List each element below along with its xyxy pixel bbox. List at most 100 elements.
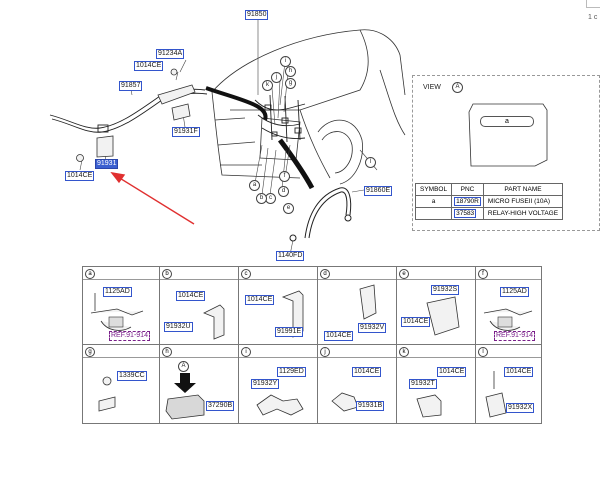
parts-table: SYMBOL PNC PART NAME a 18790R MICRO FUSE…	[414, 183, 564, 220]
label-91931-highlighted[interactable]: 91931	[95, 159, 119, 169]
part-91932y[interactable]: 91932Y	[251, 379, 280, 389]
label-91931f[interactable]: 91931F	[172, 127, 200, 137]
detail-cell-c: c 1014CE 91991E	[238, 266, 318, 345]
part-91932u[interactable]: 91932U	[164, 322, 193, 332]
detail-grid: a 1125AD REF.91-914 b 1014CE 91932U c 10…	[82, 266, 542, 424]
battery-cable	[289, 187, 352, 242]
callout-g[interactable]: g	[285, 78, 296, 89]
row-part-name: MICRO FUSEII (10A)	[482, 195, 564, 208]
part-1014ce[interactable]: 1014CE	[324, 331, 354, 341]
detail-letter: i	[241, 347, 251, 357]
table-row: 37583 RELAY-HIGH VOLTAGE	[414, 207, 564, 220]
part-91932v[interactable]: 91932V	[358, 323, 387, 333]
detail-letter: c	[241, 269, 251, 279]
detail-i-sketch	[256, 394, 304, 416]
detail-b-sketch	[203, 304, 225, 340]
part-1125ad[interactable]: 1125AD	[103, 287, 132, 297]
view-title: VIEW	[423, 84, 441, 91]
engine-harness	[254, 94, 306, 143]
label-91234a[interactable]: 91234A	[156, 49, 185, 59]
detail-letter: h	[162, 347, 172, 357]
part-1014ce[interactable]: 1014CE	[437, 367, 467, 377]
ref-91-914[interactable]: REF.91-914	[494, 331, 535, 341]
detail-letter: l	[478, 347, 488, 357]
part-37290b[interactable]: 37290B	[206, 401, 235, 411]
detail-letter: j	[320, 347, 330, 357]
col-part-name: PART NAME	[482, 183, 564, 196]
detail-k-sketch	[416, 394, 442, 418]
part-1129ed[interactable]: 1129ED	[277, 367, 306, 377]
detail-letter: b	[162, 269, 172, 279]
callout-b[interactable]: b	[256, 193, 267, 204]
part-91991e[interactable]: 91991E	[275, 327, 304, 337]
detail-letter: g	[85, 347, 95, 357]
part-1014ce[interactable]: 1014CE	[176, 291, 206, 301]
harness-black-band	[205, 86, 268, 121]
col-symbol: SYMBOL	[414, 183, 453, 196]
part-1339cc[interactable]: 1339CC	[117, 371, 147, 381]
detail-letter: a	[85, 269, 95, 279]
callout-h[interactable]: h	[285, 66, 296, 77]
label-91850[interactable]: 91850	[245, 10, 269, 20]
row-pnc[interactable]: 37583	[451, 207, 484, 220]
detail-cell-f: f 1125AD REF.91-914	[475, 266, 542, 345]
detail-g-sketch	[98, 376, 116, 412]
bracket-parts	[76, 68, 196, 162]
table-row: a 18790R MICRO FUSEII (10A)	[414, 195, 564, 208]
callout-e[interactable]: e	[283, 203, 294, 214]
detail-letter: e	[399, 269, 409, 279]
view-a-marker: A	[178, 361, 189, 372]
detail-cell-k: k 1014CE 91932T	[396, 344, 476, 424]
row-symbol: a	[414, 195, 453, 208]
label-1140fd[interactable]: 1140FD	[276, 251, 305, 261]
detail-letter: k	[399, 347, 409, 357]
corner-button-fragment[interactable]	[586, 0, 600, 8]
label-1014ce-top[interactable]: 1014CE	[134, 61, 164, 71]
detail-cell-a: a 1125AD REF.91-914	[82, 266, 160, 345]
callout-f[interactable]: f	[279, 171, 290, 182]
callout-k[interactable]: k	[262, 80, 273, 91]
part-1014ce[interactable]: 1014CE	[352, 367, 382, 377]
detail-f-sketch	[483, 308, 533, 331]
harness-black-band-right	[277, 138, 315, 190]
detail-cell-i: i 1129ED 91932Y	[238, 344, 318, 424]
callout-l[interactable]: l	[365, 157, 376, 168]
row-symbol	[414, 207, 453, 220]
col-pnc: PNC	[451, 183, 484, 196]
view-box-label: a	[480, 116, 534, 127]
pnc-link[interactable]: 18790R	[454, 197, 481, 206]
detail-letter: d	[320, 269, 330, 279]
label-91857[interactable]: 91857	[119, 81, 143, 91]
detail-cell-g: g 1339CC	[82, 344, 160, 424]
part-1014ce[interactable]: 1014CE	[504, 367, 534, 377]
label-1014ce-left[interactable]: 1014CE	[65, 171, 95, 181]
part-91932t[interactable]: 91932T	[409, 379, 437, 389]
part-91932s[interactable]: 91932S	[431, 285, 460, 295]
callout-j[interactable]: j	[271, 72, 282, 83]
label-91860e[interactable]: 91860E	[364, 186, 393, 196]
detail-h-sketch	[165, 373, 205, 420]
row-pnc[interactable]: 18790R	[451, 195, 484, 208]
detail-e-sketch	[426, 296, 460, 336]
corner-text: 1 c	[588, 14, 598, 21]
detail-cell-l: l 1014CE 91932X	[475, 344, 542, 424]
detail-a-sketch	[90, 293, 144, 331]
part-1014ce[interactable]: 1014CE	[401, 317, 431, 327]
detail-cell-b: b 1014CE 91932U	[159, 266, 239, 345]
part-91931b[interactable]: 91931B	[356, 401, 385, 411]
ref-91-914[interactable]: REF.91-914	[109, 331, 150, 341]
callout-i[interactable]: i	[280, 56, 291, 67]
callout-d[interactable]: d	[278, 186, 289, 197]
part-1014ce[interactable]: 1014CE	[245, 295, 275, 305]
detail-cell-e: e 91932S 1014CE	[396, 266, 476, 345]
row-part-name: RELAY-HIGH VOLTAGE	[482, 207, 564, 220]
view-fuse-box	[468, 103, 548, 167]
detail-d-sketch	[359, 284, 377, 320]
callout-a[interactable]: a	[249, 180, 260, 191]
part-91932x[interactable]: 91932X	[506, 403, 535, 413]
part-1125ad[interactable]: 1125AD	[500, 287, 529, 297]
detail-cell-d: d 91932V 1014CE	[317, 266, 397, 345]
pnc-link[interactable]: 37583	[454, 209, 477, 218]
vehicle-outline	[211, 29, 406, 185]
